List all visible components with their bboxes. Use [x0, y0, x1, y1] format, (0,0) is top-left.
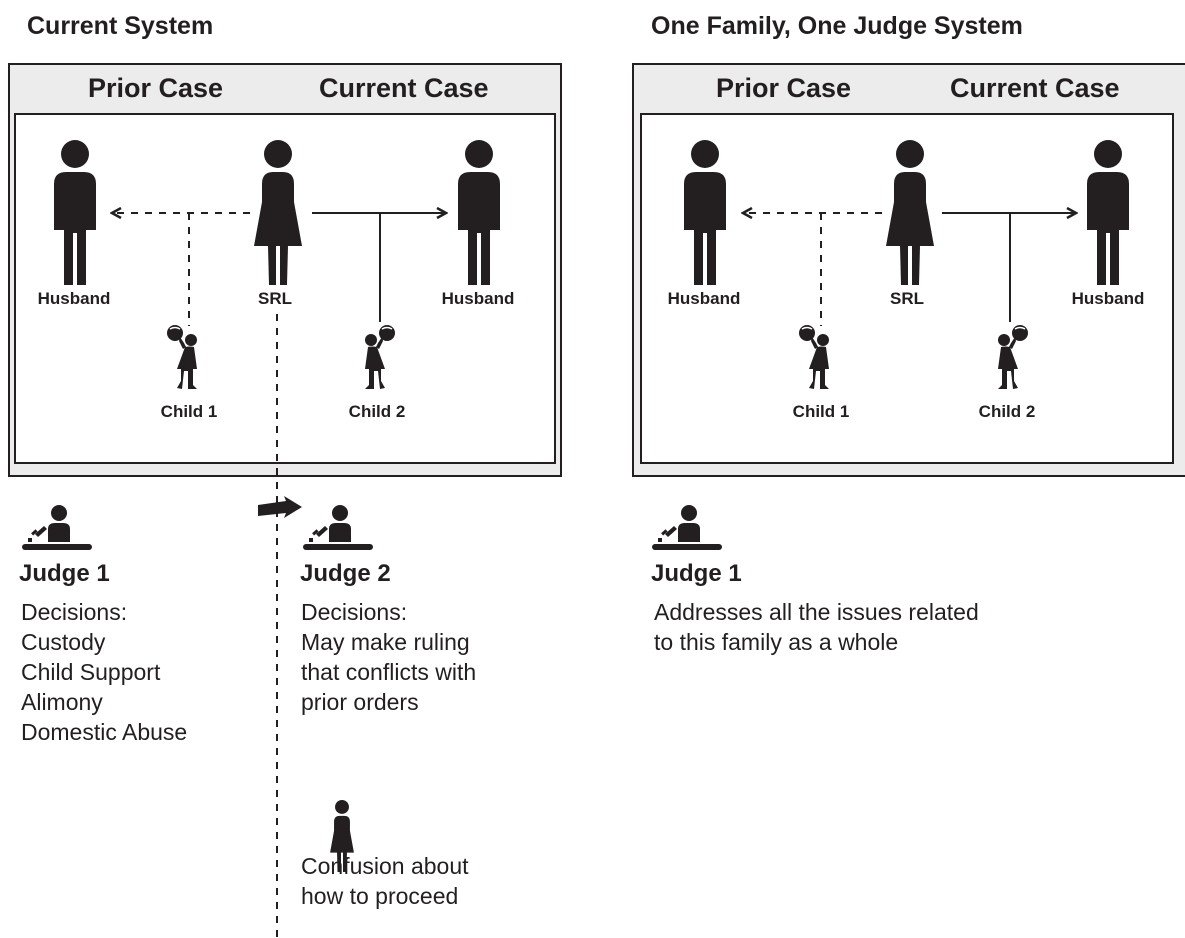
- child-with-ball-icon: [166, 325, 198, 389]
- judge-at-bench-icon: [22, 505, 92, 550]
- right-current-case-label: Current Case: [950, 73, 1120, 103]
- child-with-ball-icon: [364, 325, 396, 389]
- right-judge1-line: to this family as a whole: [654, 629, 899, 655]
- left-prior-case-label: Prior Case: [88, 73, 224, 103]
- left-judge1-line: Domestic Abuse: [21, 719, 188, 745]
- left-family-panel: [14, 113, 556, 464]
- right-srl-label: SRL: [890, 289, 924, 308]
- right-child2-label: Child 2: [978, 402, 1036, 421]
- left-judge2-line: that conflicts with: [301, 659, 477, 685]
- woman-icon: [330, 800, 354, 872]
- man-icon: [1087, 140, 1129, 285]
- man-icon: [684, 140, 726, 285]
- right-child1-label: Child 1: [792, 402, 850, 421]
- man-icon: [54, 140, 96, 285]
- right-prior-case-label: Prior Case: [716, 73, 852, 103]
- right-judge1-line: Addresses all the issues related: [654, 599, 979, 625]
- left-srl-label: SRL: [258, 289, 292, 308]
- left-srl-outcome-line: Confusion about: [301, 853, 469, 879]
- left-judge2-label: Judge 2: [300, 560, 391, 587]
- left-judge2-line: prior orders: [301, 689, 419, 715]
- left-judge2-line: Decisions:: [301, 599, 408, 625]
- left-current-case-label: Current Case: [319, 73, 489, 103]
- left-judge1-line: Custody: [21, 629, 106, 655]
- left-husband-current-label: Husband: [441, 289, 515, 308]
- right-judge1-description: Addresses all the issues related to this…: [654, 597, 979, 657]
- left-judge1-label: Judge 1: [19, 560, 110, 587]
- left-system-title: Current System: [27, 12, 214, 40]
- child-with-ball-icon: [798, 325, 830, 389]
- left-child1-label: Child 1: [160, 402, 218, 421]
- woman-icon: [886, 140, 934, 285]
- left-judge1-line: Alimony: [21, 689, 103, 715]
- left-husband-prior-label: Husband: [37, 289, 111, 308]
- right-family-panel: [640, 113, 1174, 464]
- right-husband-current-label: Husband: [1071, 289, 1145, 308]
- arrow-icon: [258, 496, 302, 518]
- left-judge2-line: May make ruling: [301, 629, 470, 655]
- left-judge1-line: Decisions:: [21, 599, 128, 625]
- left-judge2-decisions: Decisions: May make ruling that conflict…: [301, 597, 476, 717]
- right-system-title: One Family, One Judge System: [651, 12, 1023, 40]
- right-judge1-label: Judge 1: [651, 560, 742, 587]
- left-srl-outcome-line: how to proceed: [301, 883, 459, 909]
- right-husband-prior-label: Husband: [667, 289, 741, 308]
- left-judge1-decisions: Decisions: Custody Child Support Alimony…: [21, 597, 187, 747]
- judge-at-bench-icon: [303, 505, 373, 550]
- left-srl-outcome: Confusion about how to proceed: [301, 851, 469, 911]
- left-child2-label: Child 2: [348, 402, 406, 421]
- man-icon: [458, 140, 500, 285]
- right-case-frame: Prior Case Current Case: [632, 63, 1185, 477]
- woman-icon: [254, 140, 302, 285]
- left-judge1-line: Child Support: [21, 659, 161, 685]
- child-with-ball-icon: [997, 325, 1029, 389]
- judge-at-bench-icon: [652, 505, 722, 550]
